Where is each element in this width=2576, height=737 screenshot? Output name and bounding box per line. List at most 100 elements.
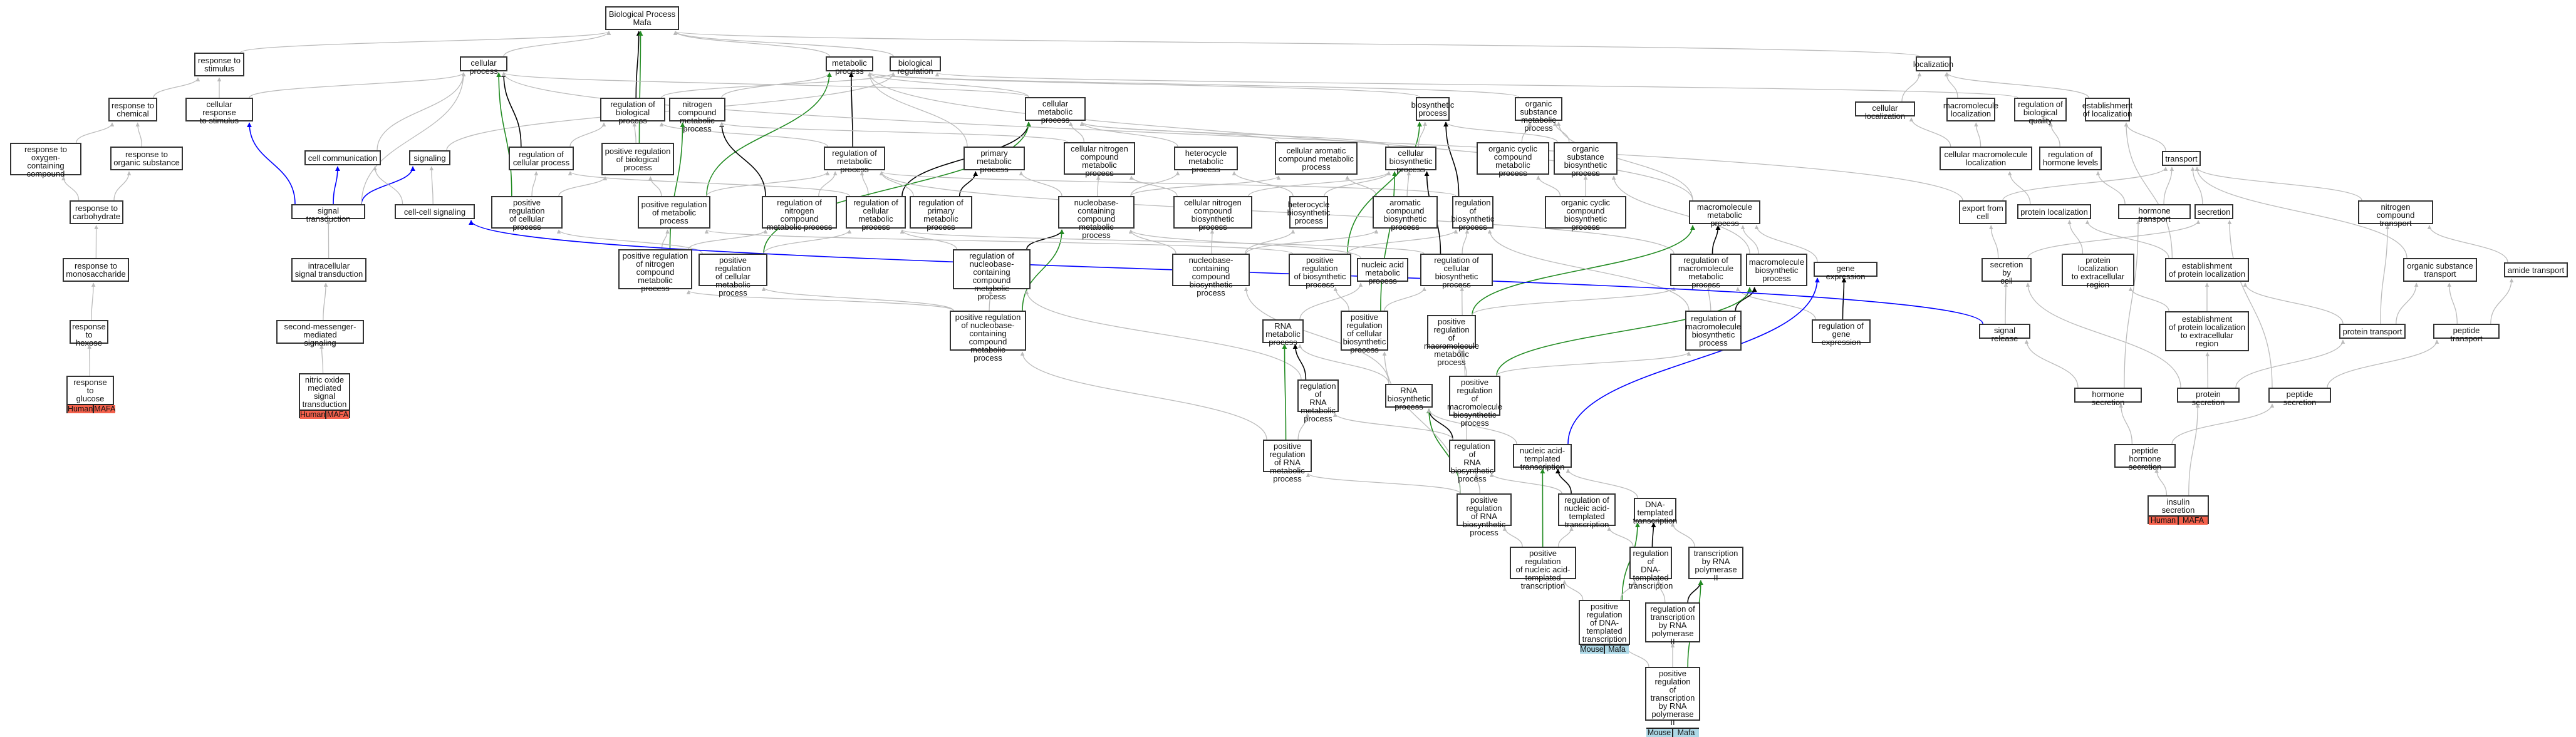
go-term-node[interactable]: organic cyclic compound metabolic proces… <box>1477 142 1549 175</box>
go-term-node[interactable]: positive regulation of metabolic process <box>638 196 710 229</box>
go-term-node[interactable]: response to chemical <box>108 98 157 121</box>
go-term-node[interactable]: organic substance biosynthetic process <box>1554 142 1618 175</box>
go-term-node[interactable]: DNA-templated transcription <box>1634 498 1676 522</box>
go-term-node[interactable]: RNA biosynthetic process <box>1385 384 1433 408</box>
go-term-node[interactable]: intracellular signal transduction <box>291 258 366 282</box>
go-term-node[interactable]: response to carbohydrate <box>70 200 123 224</box>
go-term-node[interactable]: regulation of biological quality <box>2014 98 2067 121</box>
go-term-node[interactable]: regulation of biosynthetic process <box>1452 196 1493 229</box>
go-term-node[interactable]: nitrogen compound metabolic process <box>669 98 725 121</box>
go-term-node[interactable]: protein transport <box>2339 324 2406 339</box>
go-term-node[interactable]: cellular process <box>460 56 507 71</box>
go-term-node[interactable]: positive regulation of nucleic acid-temp… <box>1510 547 1576 579</box>
go-term-node[interactable]: localization <box>1916 56 1951 71</box>
go-term-node[interactable]: cellular localization <box>1855 101 1915 116</box>
go-term-node[interactable]: positive regulation of cellular biosynth… <box>1341 311 1388 351</box>
go-term-node[interactable]: organic cyclic compound biosynthetic pro… <box>1545 196 1626 229</box>
go-term-node[interactable]: nitric oxide mediated signal transductio… <box>299 373 350 418</box>
go-term-node[interactable]: response to oxygen-containing compound <box>10 143 81 175</box>
go-term-node[interactable]: regulation of macromolecule metabolic pr… <box>1670 254 1742 286</box>
go-term-node[interactable]: regulation of biological process <box>600 98 665 121</box>
go-term-node[interactable]: positive regulation of nitrogen compound… <box>618 249 692 289</box>
go-term-node[interactable]: cellular macromolecule localization <box>1940 147 2032 170</box>
go-term-node[interactable]: cellular biosynthetic process <box>1385 147 1436 170</box>
go-term-node[interactable]: transcription by RNA polymerase II <box>1688 547 1743 579</box>
go-term-node[interactable]: regulation of nucleic acid-templated tra… <box>1558 493 1616 526</box>
go-term-node[interactable]: positive regulation of cellular process <box>491 196 563 229</box>
go-term-node[interactable]: cellular nitrogen compound metabolic pro… <box>1064 142 1135 175</box>
go-term-node[interactable]: positive regulation of transcription by … <box>1645 667 1700 721</box>
go-term-node[interactable]: cellular nitrogen compound biosynthetic … <box>1173 196 1252 229</box>
go-term-node[interactable]: amide transport <box>2504 262 2568 277</box>
go-term-node[interactable]: protein localization <box>2017 204 2091 219</box>
go-term-node[interactable]: macromolecule biosynthetic process <box>1746 254 1807 286</box>
go-term-node[interactable]: establishment of protein localization <box>2165 258 2249 282</box>
go-term-node[interactable]: regulation of cellular process <box>509 147 574 170</box>
go-term-node[interactable]: gene expression <box>1814 262 1877 277</box>
go-term-node[interactable]: regulation of gene expression <box>1812 319 1871 343</box>
go-term-node[interactable]: protein secretion <box>2177 388 2240 403</box>
go-term-node[interactable]: nucleic acid metabolic process <box>1357 258 1408 282</box>
go-term-node[interactable]: Biological Process Mafa <box>605 6 679 30</box>
go-term-node[interactable]: regulation of RNA metabolic process <box>1297 379 1339 412</box>
go-term-node[interactable]: positive regulation of RNA metabolic pro… <box>1263 440 1312 472</box>
go-term-node[interactable]: regulation of nitrogen compound metaboli… <box>762 196 837 229</box>
go-term-node[interactable]: biological regulation <box>890 56 941 71</box>
go-term-node[interactable]: regulation of RNA biosynthetic process <box>1449 440 1495 472</box>
go-term-node[interactable]: response to monosaccharide <box>63 258 129 282</box>
go-term-node[interactable]: positive regulation of biosynthetic proc… <box>1289 254 1351 286</box>
go-term-node[interactable]: positive regulation of DNA-templated tra… <box>1579 600 1630 645</box>
go-term-node[interactable]: organic substance transport <box>2403 258 2477 282</box>
go-term-node[interactable]: hormone transport <box>2118 204 2191 219</box>
go-term-node[interactable]: regulation of metabolic process <box>824 147 885 170</box>
go-term-node[interactable]: aromatic compound biosynthetic process <box>1373 196 1438 229</box>
go-term-node[interactable]: secretion by cell <box>1981 258 2032 282</box>
go-term-node[interactable]: regulation of nucleobase-containing comp… <box>953 249 1031 289</box>
go-term-node[interactable]: nucleic acid-templated transcription <box>1513 444 1572 468</box>
go-term-node[interactable]: RNA metabolic process <box>1262 319 1304 343</box>
go-term-node[interactable]: nucleobase-containing compound metabolic… <box>1058 196 1135 229</box>
go-term-node[interactable]: regulation of cellular metabolic process <box>846 196 906 229</box>
go-term-node[interactable]: primary metabolic process <box>963 147 1025 170</box>
go-term-node[interactable]: establishment of localization <box>2085 98 2130 121</box>
go-term-node[interactable]: establishment of protein localization to… <box>2165 311 2249 351</box>
go-term-node[interactable]: positive regulation of macromolecule bio… <box>1449 376 1500 416</box>
go-term-node[interactable]: response to stimulus <box>194 53 244 76</box>
go-term-node[interactable]: positive regulation of biological proces… <box>601 143 674 175</box>
go-term-node[interactable]: regulation of DNA-templated transcriptio… <box>1629 547 1672 579</box>
go-term-node[interactable]: hormone secretion <box>2074 388 2142 403</box>
go-term-node[interactable]: protein localization to extracellular re… <box>2062 254 2134 286</box>
go-term-node[interactable]: regulation of primary metabolic process <box>910 196 972 229</box>
go-term-node[interactable]: response to organic substance <box>110 147 183 170</box>
go-term-node[interactable]: regulation of hormone levels <box>2039 147 2102 170</box>
go-term-node[interactable]: peptide transport <box>2433 324 2500 339</box>
go-term-node[interactable]: nucleobase-containing compound biosynthe… <box>1172 254 1250 286</box>
go-term-node[interactable]: metabolic process <box>826 56 873 71</box>
go-term-node[interactable]: signaling <box>409 150 450 165</box>
go-term-node[interactable]: peptide hormone secretion <box>2114 444 2176 468</box>
go-term-node[interactable]: cellular metabolic process <box>1025 97 1086 121</box>
go-term-node[interactable]: second-messenger-mediated signaling <box>276 320 364 344</box>
go-term-node[interactable]: cellular response to stimulus <box>185 98 253 121</box>
go-term-node[interactable]: positive regulation of RNA biosynthetic … <box>1457 493 1512 526</box>
go-term-node[interactable]: biosynthetic process <box>1416 97 1450 121</box>
go-term-node[interactable]: secretion <box>2194 204 2233 219</box>
go-term-node[interactable]: positive regulation of macromolecule met… <box>1427 315 1476 348</box>
go-term-node[interactable]: cell communication <box>304 150 381 165</box>
go-term-node[interactable]: positive regulation of cellular metaboli… <box>699 254 767 286</box>
go-term-node[interactable]: cell-cell signaling <box>395 204 475 219</box>
go-term-node[interactable]: regulation of transcription by RNA polym… <box>1645 602 1700 642</box>
go-term-node[interactable]: export from cell <box>1959 200 2007 224</box>
go-term-node[interactable]: macromolecule localization <box>1946 98 1995 121</box>
go-term-node[interactable]: transport <box>2162 151 2201 166</box>
go-term-node[interactable]: peptide secretion <box>2268 388 2331 403</box>
go-term-node[interactable]: regulation of cellular biosynthetic proc… <box>1420 254 1493 286</box>
go-term-node[interactable]: positive regulation of nucleobase-contai… <box>950 311 1026 351</box>
go-term-node[interactable]: heterocycle biosynthetic process <box>1289 196 1328 229</box>
go-term-node[interactable]: signal release <box>1979 324 2030 339</box>
go-term-node[interactable]: nitrogen compound transport <box>2358 200 2433 224</box>
go-term-node[interactable]: regulation of macromolecule biosynthetic… <box>1685 311 1742 351</box>
go-term-node[interactable]: cellular aromatic compound metabolic pro… <box>1275 142 1358 175</box>
